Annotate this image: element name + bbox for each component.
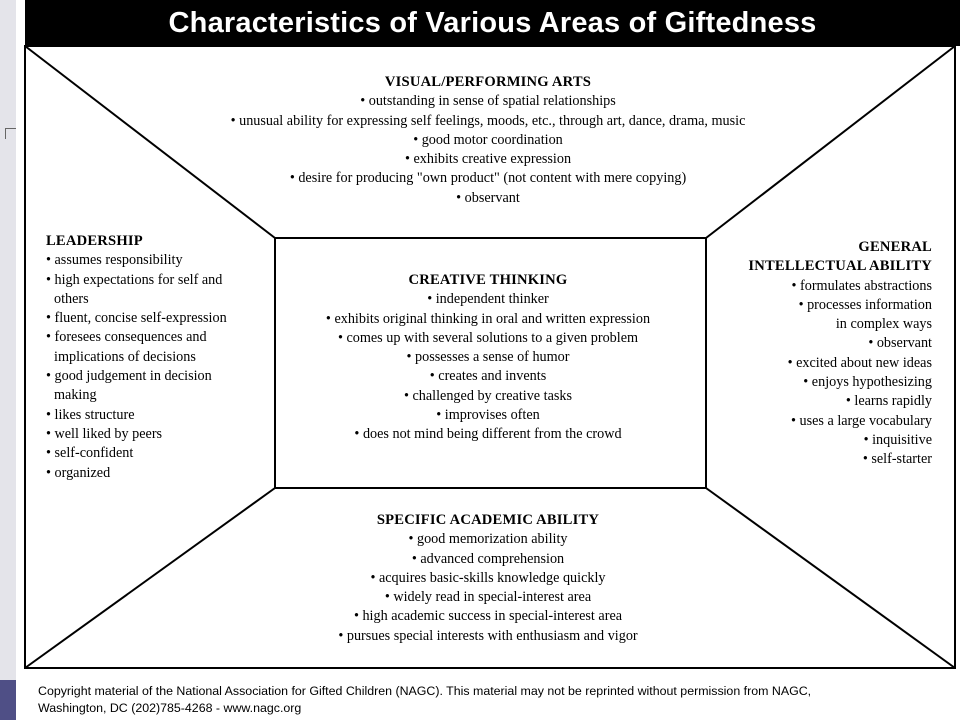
list-item: • organized — [46, 464, 111, 481]
diagonal-top-right — [705, 45, 956, 239]
list-item: • excited about new ideas — [787, 354, 932, 371]
left-edge-accent — [0, 680, 16, 720]
list-item: • widely read in special-interest area — [384, 589, 592, 606]
list-item: • exhibits creative expression — [404, 151, 572, 168]
section-heading: INTELLECTUAL ABILITY — [748, 258, 932, 275]
section-heading: SPECIFIC ACADEMIC ABILITY — [376, 512, 600, 528]
list-item: • learns rapidly — [845, 393, 932, 410]
diagonal-bottom-left — [24, 487, 276, 669]
footer-line: Washington, DC (202)785-4268 - www.nagc.… — [38, 701, 302, 715]
list-item: • uses a large vocabulary — [790, 412, 932, 429]
diagonal-bottom-right — [705, 487, 956, 669]
list-item: making — [54, 387, 97, 404]
list-item: • outstanding in sense of spatial relati… — [360, 93, 616, 110]
list-item: • acquires basic-skills knowledge quickl… — [370, 569, 606, 586]
list-item: • assumes responsibility — [46, 252, 183, 269]
list-item: • observant — [868, 335, 932, 352]
section-heading: LEADERSHIP — [46, 233, 143, 249]
list-item: • does not mind being different from the… — [354, 426, 622, 443]
footer-line: Copyright material of the National Assoc… — [38, 684, 812, 698]
list-item: • inquisitive — [863, 431, 932, 448]
list-item: • independent thinker — [427, 291, 549, 308]
list-item: • self-starter — [862, 451, 932, 468]
list-item: • good motor coordination — [413, 131, 563, 148]
diagonal-top-left — [24, 45, 276, 239]
list-item: • comes up with several solutions to a g… — [337, 329, 639, 346]
left-edge-strip — [0, 0, 16, 720]
section-leadership: LEADERSHIP • assumes responsibility • hi… — [46, 232, 227, 483]
list-item: • enjoys hypothesizing — [803, 374, 932, 391]
section-heading: VISUAL/PERFORMING ARTS — [384, 74, 592, 90]
list-item: in complex ways — [835, 316, 932, 333]
list-item: • possesses a sense of humor — [406, 349, 570, 366]
list-item: • high academic success in special-inter… — [353, 608, 623, 625]
list-item: • high expectations for self and — [46, 271, 223, 288]
list-item: • challenged by creative tasks — [403, 387, 573, 404]
section-heading: GENERAL — [858, 239, 932, 255]
list-item: • fluent, concise self-expression — [46, 310, 227, 327]
list-item: • creates and invents — [429, 368, 547, 385]
list-item: others — [54, 290, 89, 307]
list-item: • good memorization ability — [408, 531, 568, 548]
list-item: • self-confident — [46, 445, 134, 462]
list-item: • observant — [456, 189, 520, 206]
list-item: • desire for producing "own product" (no… — [289, 170, 687, 187]
copyright-footer: Copyright material of the National Assoc… — [38, 683, 811, 717]
list-item: • exhibits original thinking in oral and… — [325, 310, 651, 327]
section-creative-thinking: CREATIVE THINKING • independent thinker … — [326, 271, 650, 445]
inner-frame — [274, 237, 707, 489]
page-title: Characteristics of Various Areas of Gift… — [25, 0, 960, 46]
list-item: • unusual ability for expressing self fe… — [230, 112, 746, 129]
section-general-intellectual-ability: GENERAL INTELLECTUAL ABILITY • formulate… — [748, 238, 932, 470]
section-specific-academic-ability: SPECIFIC ACADEMIC ABILITY • good memoriz… — [338, 511, 637, 646]
list-item: implications of decisions — [54, 348, 196, 365]
list-item: • processes information — [798, 296, 932, 313]
corner-mark — [5, 128, 16, 139]
list-item: • advanced comprehension — [411, 550, 565, 567]
list-item: • well liked by peers — [46, 425, 163, 442]
list-item: • likes structure — [46, 406, 135, 423]
list-item: • good judgement in decision — [46, 368, 212, 385]
list-item: • formulates abstractions — [791, 277, 933, 294]
section-heading: CREATIVE THINKING — [408, 272, 568, 288]
list-item: • foresees consequences and — [46, 329, 207, 346]
section-visual-performing-arts: VISUAL/PERFORMING ARTS • outstanding in … — [231, 73, 746, 208]
list-item: • pursues special interests with enthusi… — [338, 627, 638, 644]
list-item: • improvises often — [436, 407, 540, 424]
outer-frame — [24, 45, 956, 669]
